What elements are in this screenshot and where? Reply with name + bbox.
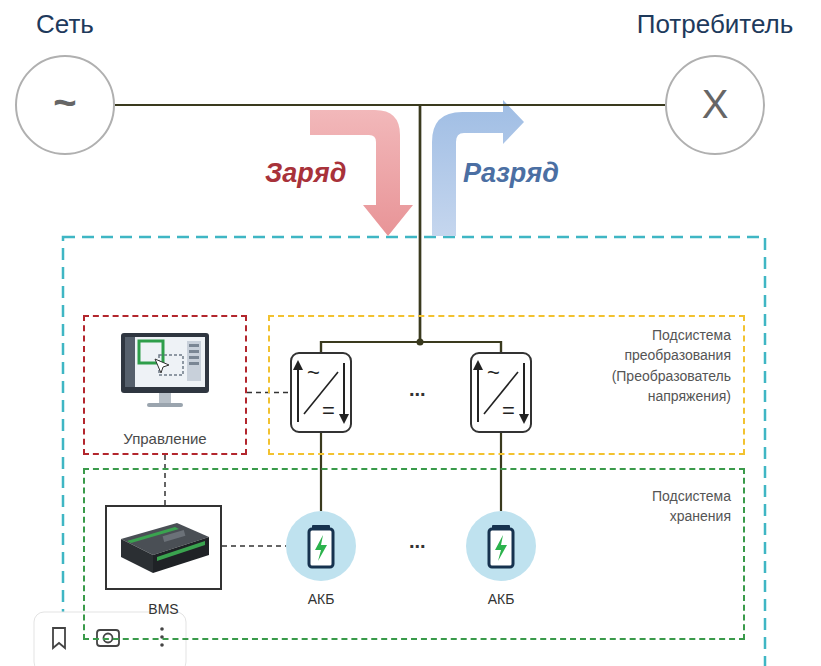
box-title: Управление [123, 430, 206, 447]
junction-dot [417, 339, 424, 346]
connector-line [164, 455, 166, 505]
dc-symbol: = [322, 400, 335, 422]
storage-subsystem: Подсистема храненияBMSАКБАКБ [83, 468, 745, 640]
connector-line [500, 433, 502, 511]
node-icon [466, 511, 536, 585]
ac-symbol: ~ [307, 362, 320, 384]
connector [501, 433, 502, 511]
subsystem-title: Подсистема хранения [601, 486, 731, 527]
battery-circle: АКБ [286, 511, 356, 581]
consumer-circle: ПотребительX [665, 55, 765, 155]
device-label: BMS [148, 601, 178, 617]
discharge-label: Разряд [463, 158, 559, 189]
battery-label: АКБ [308, 591, 335, 607]
node-title: Потребитель [637, 9, 793, 40]
source-circle: Сеть~ [15, 55, 115, 155]
ellipsis: ... [409, 378, 426, 401]
battery-circle: АКБ [466, 511, 536, 581]
dc-symbol: = [502, 400, 515, 422]
ellipsis: ... [409, 530, 426, 553]
ac-symbol: ~ [53, 80, 76, 125]
ac-symbol: ~ [487, 362, 500, 384]
connector-line [222, 545, 286, 547]
conversion-subsystem: Подсистема преобразования (Преобразовате… [268, 315, 745, 455]
bms-box: BMS [105, 505, 222, 590]
node-icon [115, 329, 215, 423]
connector [321, 433, 322, 511]
node-icon [292, 354, 350, 435]
node-icon [286, 511, 356, 585]
control-box: Управление [83, 315, 247, 455]
battery-label: АКБ [488, 591, 515, 607]
charge-label: Заряд [265, 158, 346, 189]
subsystem-title: Подсистема преобразования (Преобразовате… [571, 325, 731, 406]
load-symbol: X [702, 82, 729, 127]
connector [165, 455, 166, 505]
connector-line [320, 433, 322, 511]
connector [222, 546, 286, 547]
node-title: Сеть [36, 9, 94, 40]
node-icon [472, 354, 530, 435]
converter-box: ~= [290, 352, 352, 433]
node-icon [107, 507, 220, 592]
converter-box: ~= [470, 352, 532, 433]
system-boundary [63, 237, 765, 666]
